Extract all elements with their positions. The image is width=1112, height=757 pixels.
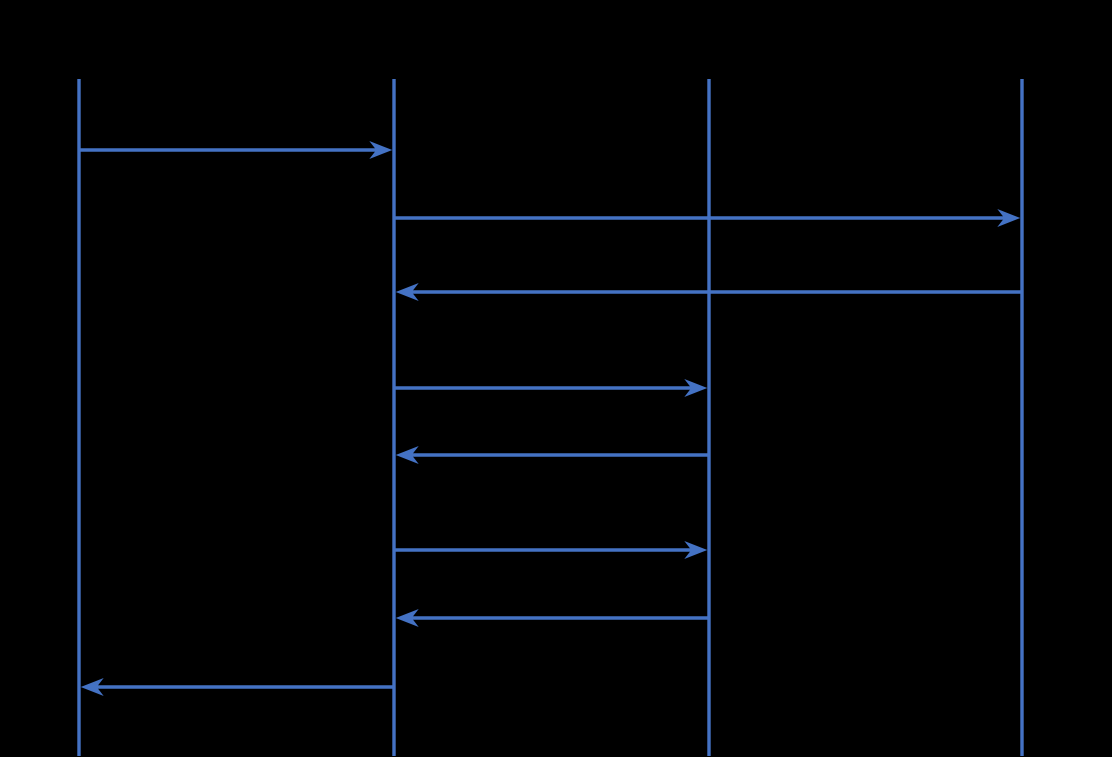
message-arrow-5-arrowhead-icon [395, 446, 419, 464]
message-arrow-1 [79, 141, 393, 159]
message-arrow-7 [395, 609, 709, 627]
message-arrow-3-arrowhead-icon [395, 283, 419, 301]
message-arrow-6-arrowhead-icon [684, 541, 708, 559]
message-arrow-2-arrowhead-icon [997, 209, 1021, 227]
message-arrow-3 [395, 283, 1022, 301]
message-arrow-5 [395, 446, 709, 464]
message-arrow-4-arrowhead-icon [684, 379, 708, 397]
message-arrow-7-arrowhead-icon [395, 609, 419, 627]
message-arrow-1-arrowhead-icon [369, 141, 393, 159]
message-arrow-8-arrowhead-icon [80, 678, 104, 696]
message-arrow-8 [80, 678, 394, 696]
message-arrow-6 [394, 541, 708, 559]
message-arrow-4 [394, 379, 708, 397]
message-arrow-2 [394, 209, 1021, 227]
